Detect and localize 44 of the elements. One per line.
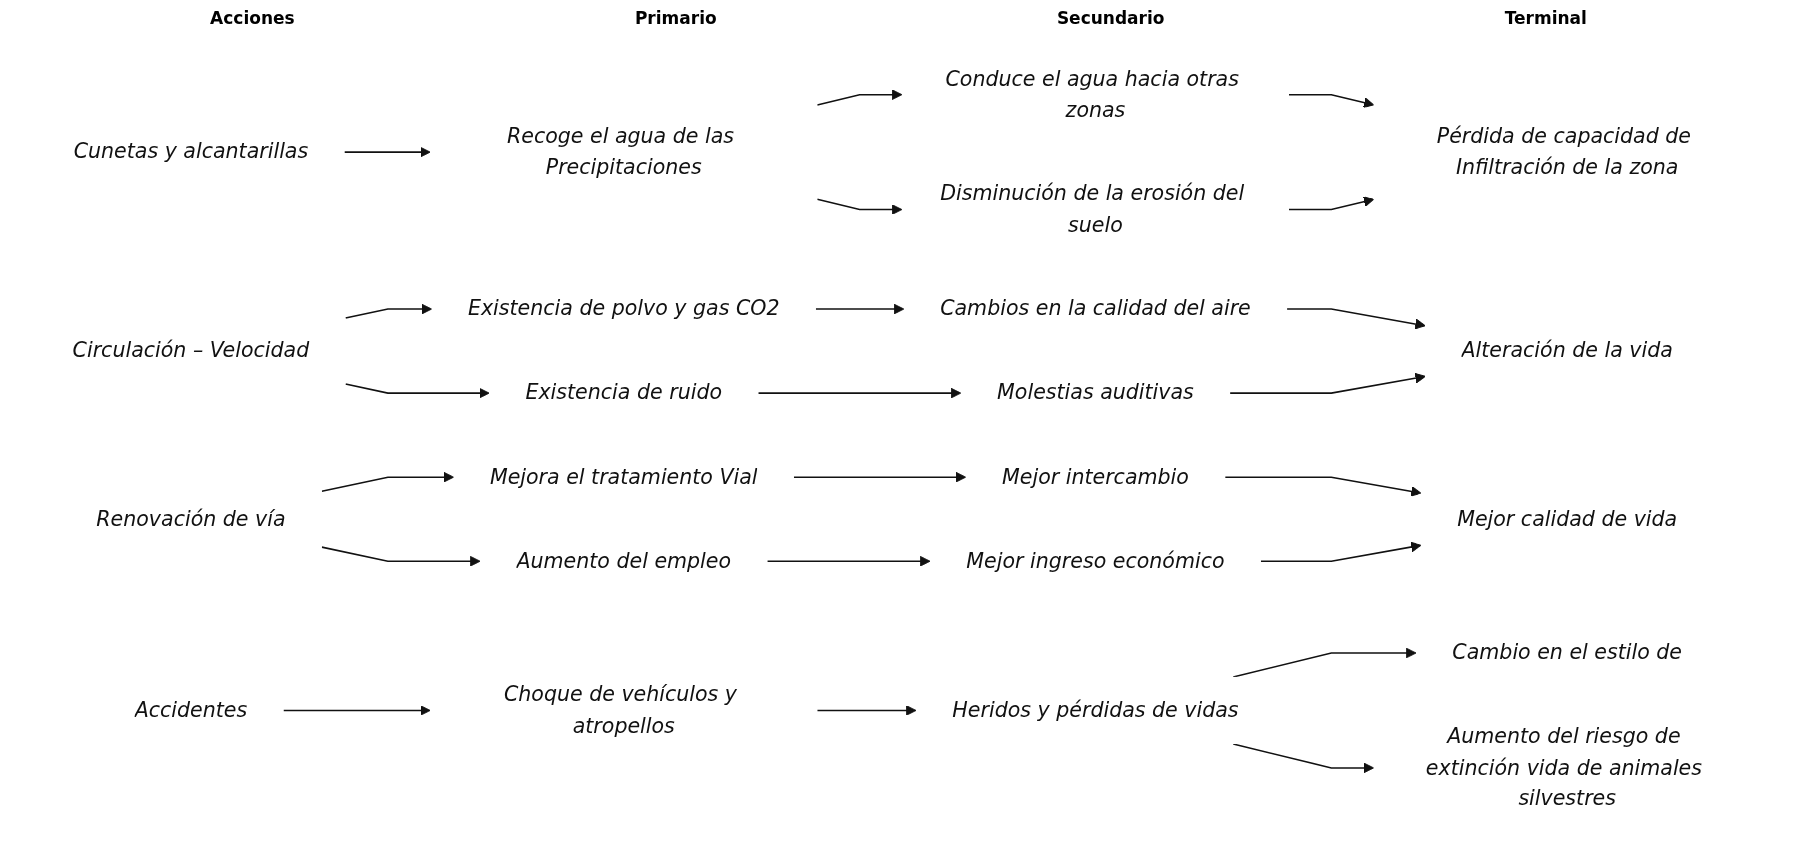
node-text: Cunetas y alcantarillas [73, 139, 309, 164]
arrow [1224, 476, 1422, 497]
node-text: Heridos y pérdidas de vidas [952, 697, 1239, 722]
node-text: Molestias auditivas [997, 380, 1194, 405]
node-text: Cambio en el estilo de [1452, 640, 1683, 665]
node-text: Aumento del riesgo de extinción vida de animales silvestres [1425, 724, 1703, 810]
arrow [1288, 196, 1375, 211]
node-text: Renovación de vía [96, 506, 286, 531]
node-text: Choque de vehículos y atropellos [503, 682, 738, 738]
arrow [816, 89, 903, 106]
node-text: Circulación – Velocidad [72, 338, 310, 363]
arrow [1229, 372, 1426, 394]
arrow [816, 705, 917, 716]
column-heading: Primario [634, 8, 717, 28]
node-text: Disminución de la erosión del suelo [940, 181, 1245, 237]
node-text: Mejor intercambio [1002, 464, 1189, 489]
arrow [1232, 743, 1375, 774]
column-heading: Terminal [1504, 8, 1587, 28]
arrow [793, 471, 967, 483]
arrow [344, 383, 490, 399]
node-text: Pérdida de capacidad de Infiltración de la zona [1436, 123, 1692, 179]
column-heading: Secundario [1056, 8, 1165, 28]
node-text: Mejor ingreso económico [966, 548, 1225, 573]
arrow [1232, 647, 1417, 678]
arrow [1288, 93, 1375, 108]
node-text: Recoge el agua de las Precipitaciones [506, 123, 734, 179]
column-heading: Acciones [210, 8, 295, 28]
arrow [816, 198, 903, 215]
node-text: Existencia de ruido [525, 380, 723, 405]
arrow [757, 387, 962, 399]
arrow [344, 303, 433, 319]
node-text: Cambios en la calidad del aire [940, 296, 1251, 321]
node-text: Existencia de polvo y gas CO2 [467, 296, 780, 321]
node-text: Conduce el agua hacia otras zonas [945, 66, 1239, 122]
arrow [815, 303, 905, 315]
node-text: Mejor calidad de vida [1457, 506, 1678, 531]
arrow [321, 546, 481, 567]
arrow [343, 146, 431, 158]
arrow [1286, 308, 1426, 330]
arrow [282, 705, 431, 716]
arrow [766, 555, 931, 567]
node-text: Mejora el tratamiento Vial [489, 464, 758, 489]
arrow [321, 471, 455, 493]
arrow [1260, 541, 1422, 563]
